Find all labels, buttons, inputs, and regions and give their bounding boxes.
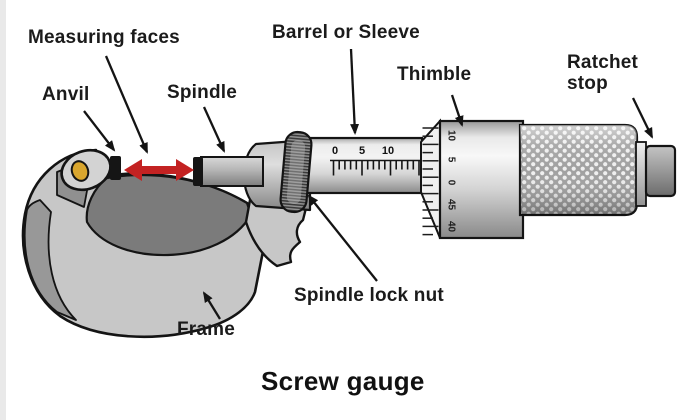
leader-frame: [202, 291, 221, 320]
frame-left-bevel: [23, 199, 77, 321]
label-thimble: Thimble: [397, 64, 472, 85]
frame-yellow-insert: [70, 160, 90, 182]
label-measuring-faces: Measuring faces: [28, 27, 180, 48]
frame-part: [21, 148, 308, 339]
thimble-bevel-cone: [420, 118, 441, 239]
thimble-scale-ticks: [422, 127, 439, 236]
label-anvil: Anvil: [42, 84, 90, 105]
leader-barrel: [349, 48, 360, 135]
sleeve-number-10: 10: [381, 145, 395, 157]
anvil-measuring-face: [110, 156, 121, 180]
frame-inner-wall: [85, 173, 253, 257]
spindle-measuring-face: [193, 157, 203, 186]
thimble-number-10: 10: [445, 129, 457, 142]
thimble-number-40: 40: [445, 220, 457, 233]
frame-right-arm: [244, 198, 308, 268]
thimble-number-5: 5: [445, 156, 457, 163]
ratchet-collar: [635, 141, 647, 207]
leader-arrows: [83, 48, 654, 320]
sleeve-number-5: 5: [358, 145, 366, 157]
thimble-part: [420, 118, 525, 240]
sleeve-scale-ticks: [332, 160, 420, 176]
leader-measuring-faces: [104, 55, 149, 154]
lock-nut-ring: [279, 130, 313, 214]
label-frame: Frame: [177, 319, 236, 340]
knurled-grip: [518, 123, 639, 217]
measuring-gap-arrow: [124, 159, 194, 181]
label-spindle: Spindle: [167, 82, 238, 103]
spindle-part: [193, 156, 264, 187]
thimble-body: [438, 119, 525, 240]
leader-thimble: [450, 94, 464, 127]
knurl-shading: [520, 125, 637, 215]
sleeve-number-0: 0: [331, 145, 339, 157]
thimble-number-45: 45: [445, 198, 457, 211]
spindle-shaft: [200, 156, 264, 187]
label-spindle-lock-nut: Spindle lock nut: [294, 285, 444, 306]
spindle-lock-nut-part: [279, 130, 313, 214]
leader-anvil: [83, 110, 116, 152]
ratchet-stop-part: [644, 144, 677, 198]
thimble-number-0: 0: [445, 179, 457, 186]
anvil-part: [60, 148, 121, 192]
diagram-title: Screw gauge: [261, 366, 425, 396]
leader-spindle-lock-nut: [307, 194, 378, 282]
label-barrel-or-sleeve: Barrel or Sleeve: [272, 22, 420, 43]
leader-ratchet-stop: [631, 97, 654, 139]
leader-spindle: [202, 106, 226, 153]
label-ratchet-stop: Ratchet stop: [567, 52, 639, 95]
left-edge-strip: [0, 0, 6, 420]
lock-nut-face: [286, 140, 306, 204]
